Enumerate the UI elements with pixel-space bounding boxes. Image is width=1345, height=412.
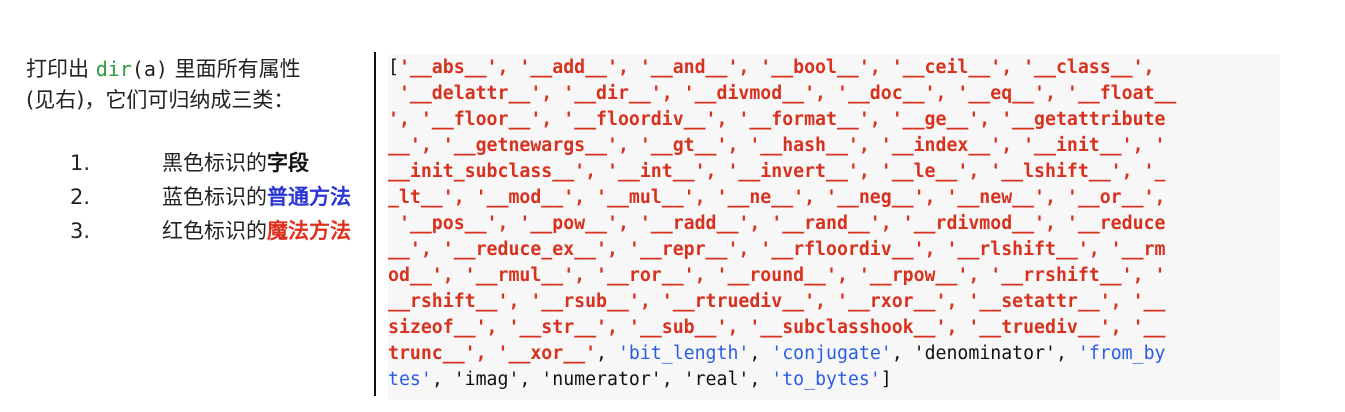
code-line: sizeof__', '__str__', '__sub__', '__subc… <box>388 315 1280 341</box>
category-label: 红色标识的魔法方法 <box>162 214 351 248</box>
category-prefix: 蓝色标识的 <box>162 185 267 209</box>
code-line: _lt__', '__mod__', '__mul__', '__ne__', … <box>388 185 1280 211</box>
code-line: __', '__reduce_ex__', '__repr__', '__rfl… <box>388 237 1280 263</box>
code-token-red: __', '__getnewargs__', '__gt__', '__hash… <box>388 135 1166 156</box>
intro-suffix: 里面所有属性 <box>167 57 301 81</box>
category-item-regular-methods: 2. 蓝色标识的普通方法 <box>26 180 371 214</box>
code-line: trunc__', '__xor__', 'bit_length', 'conj… <box>388 341 1280 367</box>
code-token-red: sizeof__', '__str__', '__sub__', '__subc… <box>388 317 1166 338</box>
category-highlight: 魔法方法 <box>267 219 351 243</box>
category-number: 2. <box>70 185 91 209</box>
intro-line-1: 打印出 dir(a) 里面所有属性 <box>26 54 371 85</box>
dir-function-code: dir <box>95 57 132 81</box>
code-token-red: _lt__', '__mod__', '__mul__', '__ne__', … <box>388 187 1166 208</box>
code-line: __init_subclass__', '__int__', '__invert… <box>388 159 1280 185</box>
code-token-blue: 'to_bytes' <box>771 369 881 390</box>
category-highlight: 普通方法 <box>267 185 351 209</box>
category-number: 1. <box>70 151 91 175</box>
category-item-fields: 1. 黑色标识的字段 <box>26 146 371 180</box>
code-line: '__delattr__', '__dir__', '__divmod__', … <box>388 81 1280 107</box>
code-token-blue: 'conjugate' <box>771 343 892 364</box>
code-token-red: trunc__', '__xor__' <box>388 343 597 364</box>
intro-prefix: 打印出 <box>26 57 96 81</box>
code-line: tes', 'imag', 'numerator', 'real', 'to_b… <box>388 367 1280 393</box>
category-number: 3. <box>70 219 91 243</box>
explanation-panel: 打印出 dir(a) 里面所有属性 (见右)，它们可归纳成三类： 1. 黑色标识… <box>26 54 371 248</box>
code-token-blue: 'bit_length' <box>617 343 750 364</box>
code-token-red: ', '__floor__', '__floordiv__', '__forma… <box>388 109 1166 130</box>
code-token-red: __', '__reduce_ex__', '__repr__', '__rfl… <box>388 239 1166 260</box>
code-line: ['__abs__', '__add__', '__and__', '__boo… <box>388 55 1280 81</box>
code-token-black: , <box>596 343 618 364</box>
code-line: od__', '__rmul__', '__ror__', '__round__… <box>388 263 1280 289</box>
category-prefix: 黑色标识的 <box>162 151 267 175</box>
code-token-red: od__', '__rmul__', '__ror__', '__round__… <box>388 265 1166 286</box>
code-token-red: '__abs__', '__add__', '__and__', '__bool… <box>398 57 1155 78</box>
code-token-black: [ <box>388 57 399 78</box>
category-item-magic-methods: 3. 红色标识的魔法方法 <box>26 214 371 248</box>
code-token-red: __init_subclass__', '__int__', '__invert… <box>388 161 1166 182</box>
vertical-divider <box>374 52 376 396</box>
code-line: '__pos__', '__pow__', '__radd__', '__ran… <box>388 211 1280 237</box>
dir-output-code-block: ['__abs__', '__add__', '__and__', '__boo… <box>388 55 1280 400</box>
code-line: ', '__floor__', '__floordiv__', '__forma… <box>388 107 1280 133</box>
category-list: 1. 黑色标识的字段 2. 蓝色标识的普通方法 3. 红色标识的魔法方法 <box>26 146 371 248</box>
category-label: 黑色标识的字段 <box>162 146 309 180</box>
code-token-blue: 'from_by <box>1077 343 1166 364</box>
code-token-red: '__delattr__', '__dir__', '__divmod__', … <box>388 83 1177 104</box>
code-token-black: , <box>749 343 772 364</box>
dir-argument-code: (a) <box>131 57 168 81</box>
code-token-black: , 'imag', 'numerator', 'real', <box>431 369 772 390</box>
category-highlight: 字段 <box>267 151 309 175</box>
code-token-red: '__pos__', '__pow__', '__radd__', '__ran… <box>388 213 1166 234</box>
category-label: 蓝色标识的普通方法 <box>162 180 351 214</box>
code-token-black: , 'denominator', <box>891 343 1078 364</box>
intro-line-2: (见右)，它们可归纳成三类： <box>26 88 295 112</box>
code-token-red: __rshift__', '__rsub__', '__rtruediv__',… <box>388 291 1166 312</box>
code-line: __', '__getnewargs__', '__gt__', '__hash… <box>388 133 1280 159</box>
code-token-black: ] <box>880 369 892 390</box>
code-line: __rshift__', '__rsub__', '__rtruediv__',… <box>388 289 1280 315</box>
code-token-blue: tes' <box>388 369 432 390</box>
category-prefix: 红色标识的 <box>162 219 267 243</box>
